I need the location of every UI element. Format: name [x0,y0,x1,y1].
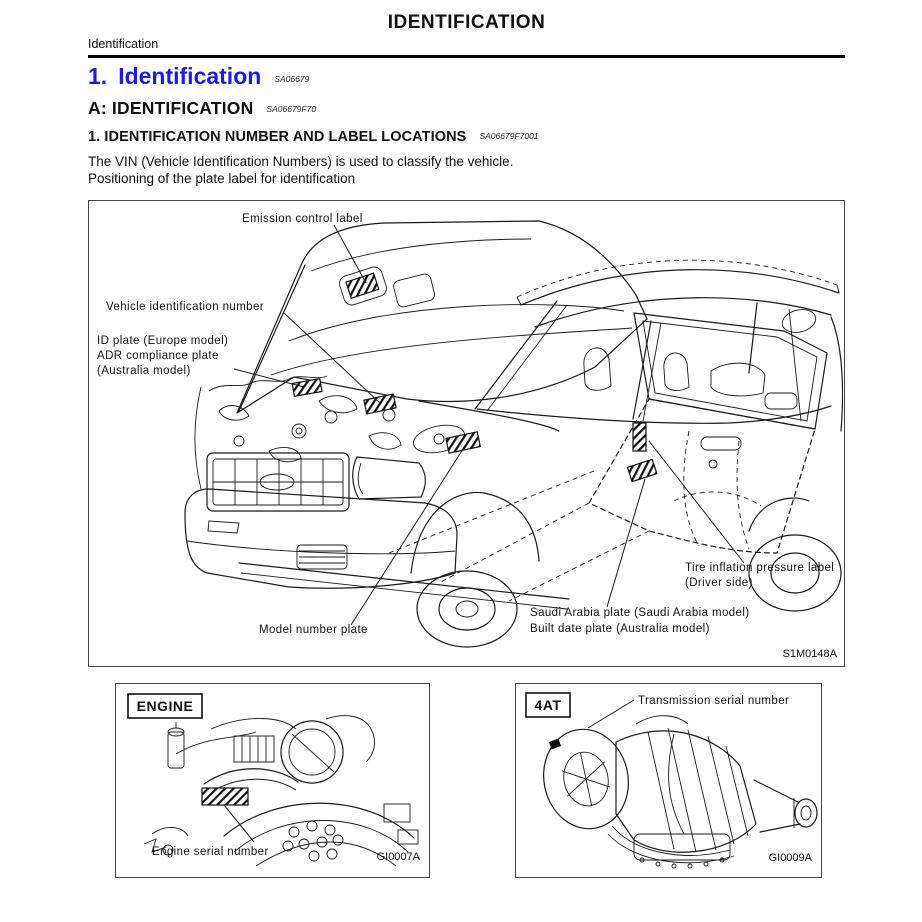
tire-pressure-label-line1: Tire inflation pressure label [685,562,834,574]
transmission-diagram: 4AT Transmission serial number GI0009A [525,692,818,869]
section-number: 1. [88,63,108,89]
vin-label-text: Vehicle identification number [106,301,264,313]
body-line-2: Positioning of the plate label for ident… [88,171,356,186]
id-plate-label-line3: (Australia model) [97,365,191,377]
tire-pressure-label-line2: (Driver side) [685,577,753,589]
transmission-serial-figure: 4AT Transmission serial number GI0009A [515,683,822,878]
saudi-plate-label-line1: Saudi Arabia plate (Saudi Arabia model) [530,607,750,619]
saudi-plate-label-line2: Built date plate (Australia model) [530,623,710,635]
front-end-drawing [184,452,458,589]
transmission-tag: 4AT [525,692,571,718]
header-rule [88,55,845,58]
section-title: Identification [118,63,262,89]
tire-pressure-label-marker [632,422,647,452]
topic-code: SA06679F7001 [479,131,539,141]
main-figure-code: S1M0148A [783,648,838,660]
subsection-title: A: IDENTIFICATION [88,98,254,118]
emission-control-label-text: Emission control label [242,213,363,225]
section-heading-1: 1. Identification SA06679 [88,63,309,90]
engine-serial-marker [201,787,249,806]
vehicle-diagram: Emission control label Vehicle identific… [97,213,843,660]
body-paragraph: The VIN (Vehicle Identification Numbers)… [88,153,513,187]
engine-tag-text: ENGINE [137,698,194,714]
wheels-drawing [238,491,842,648]
model-number-plate-text: Model number plate [259,624,368,636]
engine-serial-leader [223,804,255,843]
engine-figure-code: GI0007A [377,851,421,863]
breadcrumb: Identification [88,37,159,51]
transmission-tag-text: 4AT [535,697,562,713]
cabin-roof-drawing [474,259,843,432]
topic-heading-1: 1. IDENTIFICATION NUMBER AND LABEL LOCAT… [88,129,539,145]
model-plate-marker [445,431,482,454]
engine-bay-drawing [194,375,560,490]
subsection-code: SA06679F70 [266,104,317,114]
id-plate-label-line2: ADR compliance plate [97,350,219,362]
vehicle-identification-figure: Emission control label Vehicle identific… [88,200,845,667]
saudi-plate-marker [626,458,658,483]
engine-tag: ENGINE [127,693,203,719]
engine-diagram: ENGINE Engine serial number GI0007A [127,693,421,867]
id-plate-label-line1: ID plate (Europe model) [97,335,228,347]
id-plate-marker [291,377,323,398]
transmission-figure-code: GI0009A [769,852,813,864]
engine-drawing [143,715,419,867]
hood-open-drawing [236,220,648,414]
callout-leader-lines [233,224,745,626]
section-code: SA06679 [274,74,310,84]
transmission-serial-leader [587,699,635,729]
page-header-title: IDENTIFICATION [387,12,546,33]
topic-title: 1. IDENTIFICATION NUMBER AND LABEL LOCAT… [88,129,467,145]
engine-serial-figure: ENGINE Engine serial number GI0007A [115,683,430,878]
emission-label-marker [339,266,387,306]
body-line-1: The VIN (Vehicle Identification Numbers)… [88,154,514,169]
transmission-serial-label: Transmission serial number [638,695,789,707]
engine-serial-label: Engine serial number [152,846,269,858]
open-door-drawing [388,309,828,602]
transmission-drawing [543,715,818,869]
subsection-heading-a: A: IDENTIFICATION SA06679F70 [88,98,316,119]
vin-plate-marker [363,393,397,415]
